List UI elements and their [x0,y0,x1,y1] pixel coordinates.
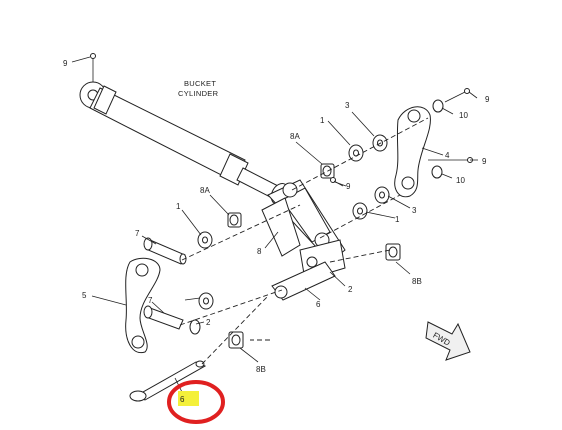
bushings [227,163,401,349]
label-5: 5 [82,291,87,300]
label-10-top: 10 [459,111,468,120]
label-1-left: 1 [176,202,181,211]
label-8a-left: 8A [200,186,210,195]
label-8b-lower: 8B [256,365,266,374]
washers [189,134,390,335]
label-8a-top: 8A [290,132,300,141]
label-8: 8 [257,247,262,256]
label-6-link: 6 [316,300,321,309]
bucket-cylinder-label-line2: CYLINDER [178,89,219,98]
label-9-top-right: 9 [485,95,490,104]
label-3-right: 3 [412,206,417,215]
center-link-assembly [261,179,346,281]
fwd-arrow: FWD [425,321,471,361]
pin-upper [143,237,187,265]
leader-lines [71,56,478,393]
label-9-top-left: 9 [63,59,68,68]
bellcrank-lever [394,106,431,198]
label-4: 4 [445,151,450,160]
label-6-pin: 6 [180,395,185,404]
part-labels: BUCKET CYLINDER 9 9 9 9 10 10 3 3 1 1 1 … [63,59,490,404]
label-2-left: 2 [206,318,211,327]
label-9-center: 9 [346,182,351,191]
bucket-cylinder-label-line1: BUCKET [184,79,216,88]
label-2-right: 2 [348,285,353,294]
bucket-cylinder [79,53,290,205]
assembly-lines [179,117,429,365]
label-1-right: 1 [395,215,400,224]
bucket-lever-left [125,257,161,354]
label-8b-right: 8B [412,277,422,286]
label-1-top: 1 [320,116,325,125]
highlight-annotation [167,380,225,424]
label-9-right: 9 [482,157,487,166]
label-7-upper: 7 [135,229,140,238]
label-10-lower: 10 [456,176,465,185]
pin-long [129,360,207,402]
label-7-lower: 7 [148,296,153,305]
lower-link [271,261,336,301]
fittings [330,88,473,187]
pin-lower [143,305,184,330]
label-3-top: 3 [345,101,350,110]
